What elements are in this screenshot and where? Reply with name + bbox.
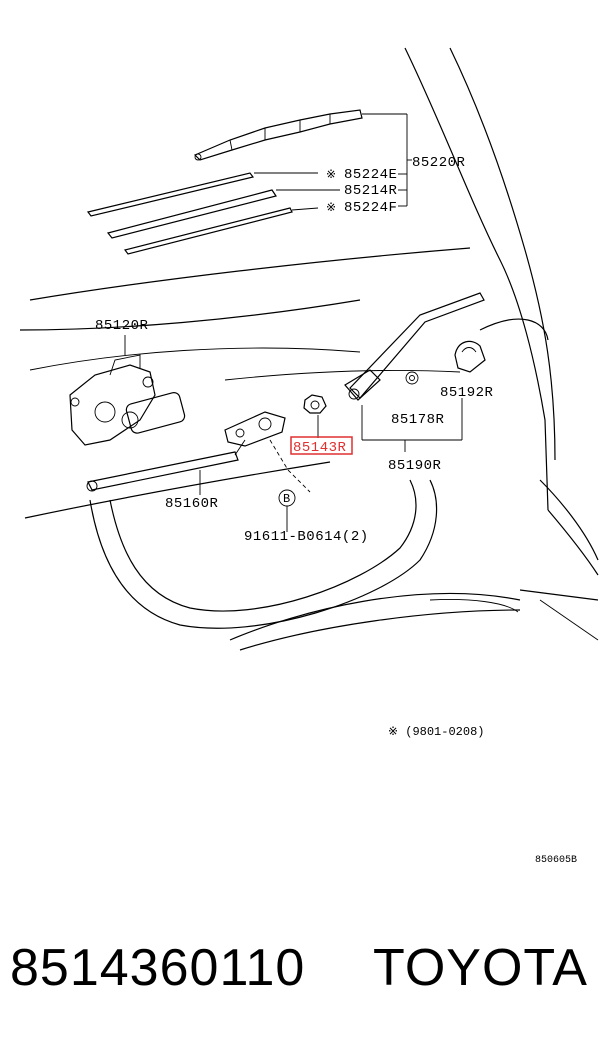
label-85220r: 85220R bbox=[412, 155, 466, 171]
note-mark-85224f: ※ bbox=[326, 201, 336, 215]
label-85224f: 85224F bbox=[344, 200, 397, 216]
brand-name: TOYOTA bbox=[373, 939, 588, 997]
part-number: 8514360110 bbox=[10, 939, 306, 997]
wiper-arm bbox=[344, 292, 485, 452]
label-85224e: 85224E bbox=[344, 167, 397, 183]
label-85192r: 85192R bbox=[440, 385, 494, 401]
label-85160r: 85160R bbox=[165, 496, 219, 512]
highlight-85143r bbox=[290, 436, 353, 455]
pivot-nut bbox=[303, 394, 327, 438]
parts-diagram: 85220R ※ 85224E 85214R ※ 85224F 85120R 8… bbox=[19, 47, 599, 866]
label-85190r: 85190R bbox=[388, 458, 442, 474]
vehicle-body-outline bbox=[19, 47, 599, 651]
wiper-motor bbox=[69, 335, 186, 446]
figure-code: 850605B bbox=[535, 855, 577, 866]
bolt-marker-label: B bbox=[283, 492, 290, 506]
blade-leaders bbox=[254, 113, 412, 211]
footnote-date-range: ※ (9801-0208) bbox=[388, 725, 484, 739]
label-85214r: 85214R bbox=[344, 183, 398, 199]
wiper-blade-rubber bbox=[86, 172, 293, 255]
bolt-leaders bbox=[269, 439, 311, 532]
wiper-blade-assembly bbox=[193, 109, 363, 161]
label-85178r: 85178R bbox=[391, 412, 445, 428]
note-mark-85224e: ※ bbox=[326, 168, 336, 182]
arm-cover-cap bbox=[454, 340, 486, 373]
label-85143r: 85143R bbox=[293, 440, 347, 456]
label-85120r: 85120R bbox=[95, 318, 149, 334]
wiper-link-rod bbox=[86, 411, 286, 495]
label-91611: 91611-B0614(2) bbox=[244, 529, 369, 545]
washer bbox=[405, 371, 419, 385]
